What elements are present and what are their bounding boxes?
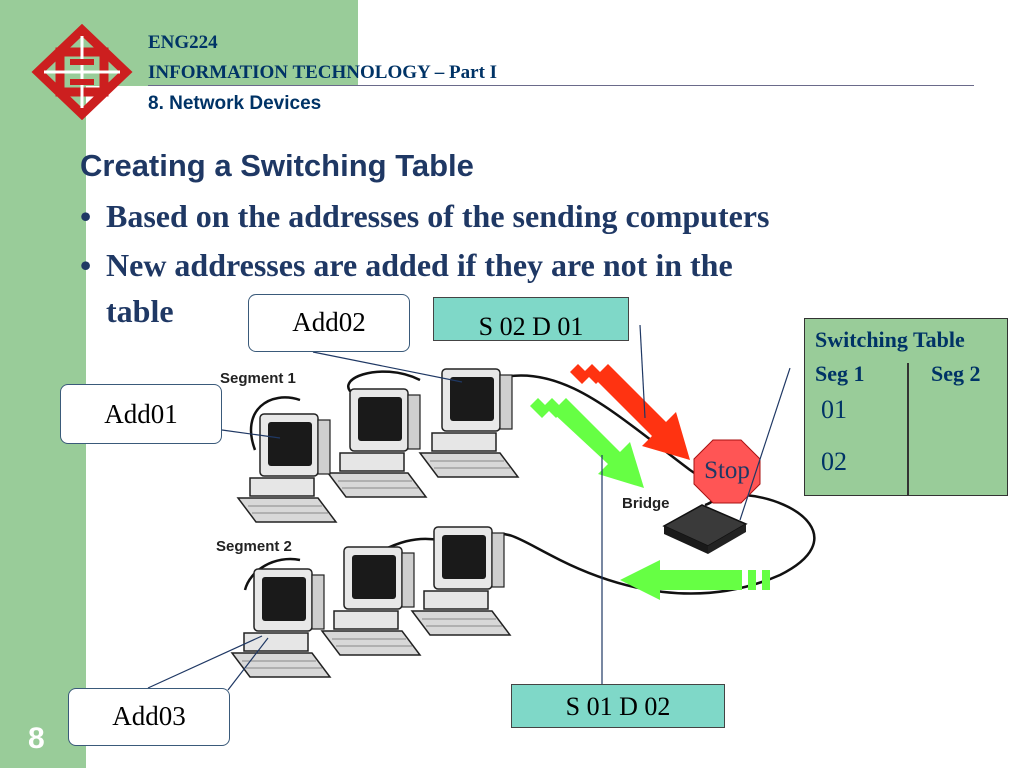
seg1-entry: 02 xyxy=(821,447,847,476)
switching-table: Switching Table Seg 1 Seg 2 01 02 xyxy=(804,318,1008,496)
university-logo-icon xyxy=(31,24,133,120)
green-arrow-icon xyxy=(530,398,644,488)
frame-s01-d02: S 01 D 02 xyxy=(511,684,725,728)
segment2-label: Segment 2 xyxy=(216,538,292,555)
return-arrow-icon xyxy=(620,560,770,600)
seg1-entry: 01 xyxy=(821,395,847,424)
course-code: ENG224 xyxy=(148,32,218,53)
bullet-item: • New addresses are added if they are no… xyxy=(80,242,980,334)
address-callout-add03: Add03 xyxy=(68,688,230,746)
section-title: 8. Network Devices xyxy=(148,93,322,114)
segment1-pc-3 xyxy=(237,413,337,523)
bullet-item: • Based on the addresses of the sending … xyxy=(80,193,980,239)
bullet-marker: • xyxy=(80,198,92,234)
bullet-text: New addresses are added if they are not … xyxy=(106,247,733,283)
segment2-pc-1 xyxy=(411,526,511,636)
page-number: 8 xyxy=(28,722,45,755)
seg1-header: Seg 1 xyxy=(815,361,865,386)
bullet-text-continuation: table xyxy=(106,293,174,329)
segment1-pc-1 xyxy=(419,368,519,478)
stop-sign-text: Stop xyxy=(704,457,750,484)
switching-table-title: Switching Table xyxy=(815,327,965,352)
stop-sign-icon: Stop xyxy=(693,439,761,504)
bridge-label: Bridge xyxy=(622,495,670,512)
bridge-device-icon xyxy=(662,504,748,554)
address-callout-add01: Add01 xyxy=(60,384,222,444)
table-column-divider xyxy=(907,363,909,495)
frame-s02-d01: S 02 D 01 xyxy=(433,297,629,341)
segment2-pc-2 xyxy=(321,546,421,656)
slide-heading: Creating a Switching Table xyxy=(80,148,474,183)
address-callout-add02: Add02 xyxy=(248,294,410,352)
header-divider xyxy=(148,85,974,86)
bullet-text: Based on the addresses of the sending co… xyxy=(106,198,770,234)
bullet-marker: • xyxy=(80,247,92,283)
course-title: INFORMATION TECHNOLOGY – Part I xyxy=(148,62,498,83)
seg2-header: Seg 2 xyxy=(931,361,981,386)
red-arrow-icon xyxy=(570,364,690,460)
segment1-label: Segment 1 xyxy=(220,370,296,387)
segment1-pc-2 xyxy=(327,388,427,498)
